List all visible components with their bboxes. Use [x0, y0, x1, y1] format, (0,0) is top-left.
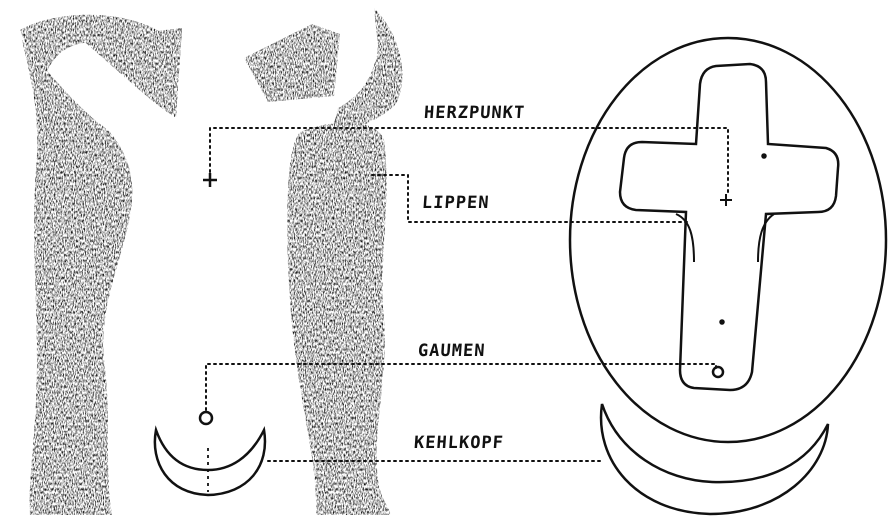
right-crescent [599, 403, 830, 516]
label-gaumen: GAUMEN [417, 341, 487, 361]
left-crescent [153, 425, 267, 497]
center-silhouette [244, 8, 403, 515]
left-figure-body [22, 40, 133, 515]
center-figure-head [244, 24, 340, 102]
left-figure-arm-top [20, 14, 178, 84]
left-plus-mark [203, 173, 217, 187]
left-circle-mark [198, 410, 214, 426]
label-lippen: LIPPEN [421, 193, 491, 213]
right-circle-mark [711, 365, 725, 379]
right-cross-dot-mid [719, 319, 725, 325]
lippen-connector [371, 174, 691, 223]
right-cross-left-arc [675, 213, 695, 263]
left-construction [153, 173, 267, 497]
herzpunkt-connector [209, 127, 729, 197]
label-kehlkopf: KEHLKOPF [413, 433, 505, 453]
right-cross-right-arc [757, 213, 775, 263]
right-cross [618, 62, 840, 392]
label-herzpunkt: HERZPUNKT [423, 103, 526, 123]
right-cross-dot-top [761, 153, 767, 159]
right-oval [568, 36, 888, 444]
gaumen-connector [205, 363, 717, 411]
right-construction [568, 36, 888, 516]
center-figure-body [287, 122, 391, 515]
center-figure-arm [330, 8, 403, 136]
right-plus-mark [720, 194, 732, 206]
connector-lines [205, 127, 729, 462]
left-silhouette [20, 14, 182, 515]
left-figure-head [82, 28, 182, 118]
